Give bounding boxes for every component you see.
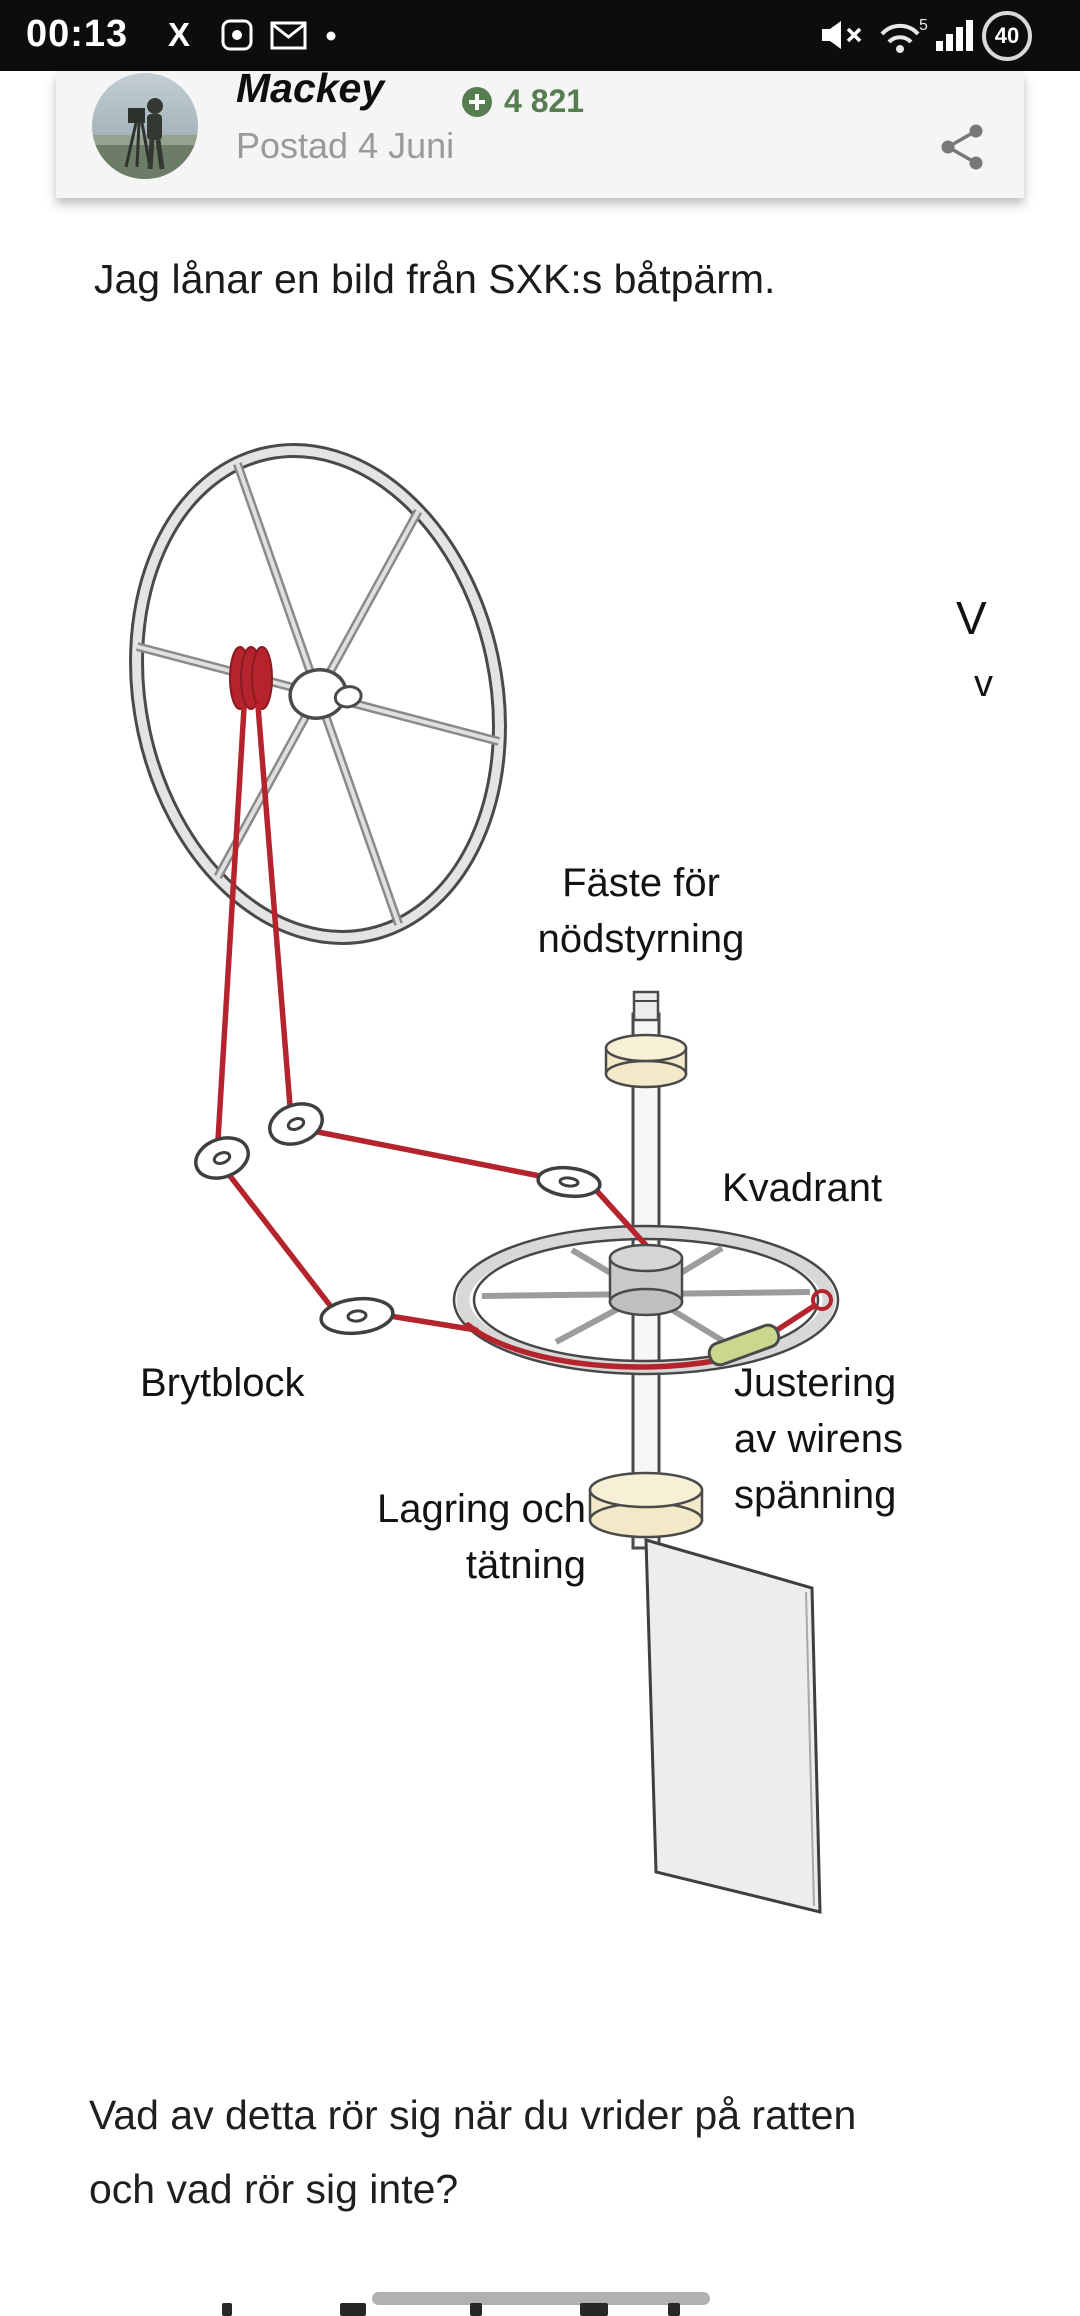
share-icon[interactable]	[940, 123, 986, 171]
upper-collar	[604, 1033, 688, 1089]
edge-clipped-text-2: v	[974, 663, 993, 705]
reputation-plus-icon	[462, 86, 492, 117]
lower-collar	[588, 1471, 704, 1539]
post-text-intro: Jag lånar en bild från SXK:s båtpärm.	[94, 256, 776, 302]
steering-wheel	[129, 443, 507, 945]
reputation-badge: 4 821	[460, 83, 584, 120]
label-wire-adjust-line1: Justering	[734, 1361, 896, 1405]
wire-eye	[811, 1289, 833, 1311]
deflection-blocks	[194, 1102, 602, 1336]
mute-icon	[822, 21, 862, 49]
battery-percent: 40	[994, 23, 1020, 48]
steering-system-diagram: Fäste för nödstyrning Kvadrant Brytblock…	[129, 443, 993, 1914]
notification-dot-icon	[326, 31, 336, 41]
rudder-blade	[644, 1537, 822, 1914]
label-wire-adjust-line3: spänning	[734, 1473, 896, 1517]
clock: 00:13	[26, 13, 129, 55]
label-emergency-steering-line1: Fäste för	[562, 861, 720, 905]
wifi-icon: 5	[880, 17, 928, 53]
label-deflection-block: Brytblock	[140, 1361, 305, 1405]
turnbuckle	[707, 1323, 781, 1367]
post-text-question: Vad av detta rör sig när du vrider på ra…	[89, 2078, 856, 2226]
reputation-count: 4 821	[504, 83, 585, 119]
battery-indicator: 40	[982, 11, 1032, 61]
avatar-photo	[92, 98, 198, 179]
question-line-1: Vad av detta rör sig när du vrider på ra…	[89, 2092, 857, 2138]
emergency-steering-fitting	[632, 990, 660, 1022]
post-header: Mackey 4 821 Postad 4 Juni	[56, 65, 1024, 198]
question-line-2: och vad rör sig inte?	[89, 2166, 459, 2212]
x-app-icon: X	[168, 16, 191, 53]
post-date: Postad 4 Juni	[236, 125, 455, 166]
scrollbar-thumb[interactable]	[372, 2292, 710, 2305]
label-bearing-line2: tätning	[466, 1543, 586, 1587]
avatar[interactable]	[92, 73, 198, 179]
screenshot-icon	[221, 19, 253, 51]
label-wire-adjust-line2: av wirens	[734, 1417, 903, 1461]
svg-text:5: 5	[919, 17, 928, 34]
steering-wire	[215, 703, 833, 1370]
author-name[interactable]: Mackey	[236, 65, 385, 111]
quadrant-hub	[608, 1243, 684, 1317]
label-emergency-steering-line2: nödstyrning	[538, 917, 745, 961]
gmail-icon	[270, 21, 307, 50]
label-bearing-line1: Lagring och	[377, 1487, 586, 1531]
edge-clipped-text-1: V	[956, 592, 987, 644]
signal-icon	[936, 20, 973, 51]
wire-drum	[229, 646, 273, 710]
status-bar: 00:13 X 5 40	[0, 0, 1080, 71]
label-quadrant: Kvadrant	[722, 1166, 882, 1210]
